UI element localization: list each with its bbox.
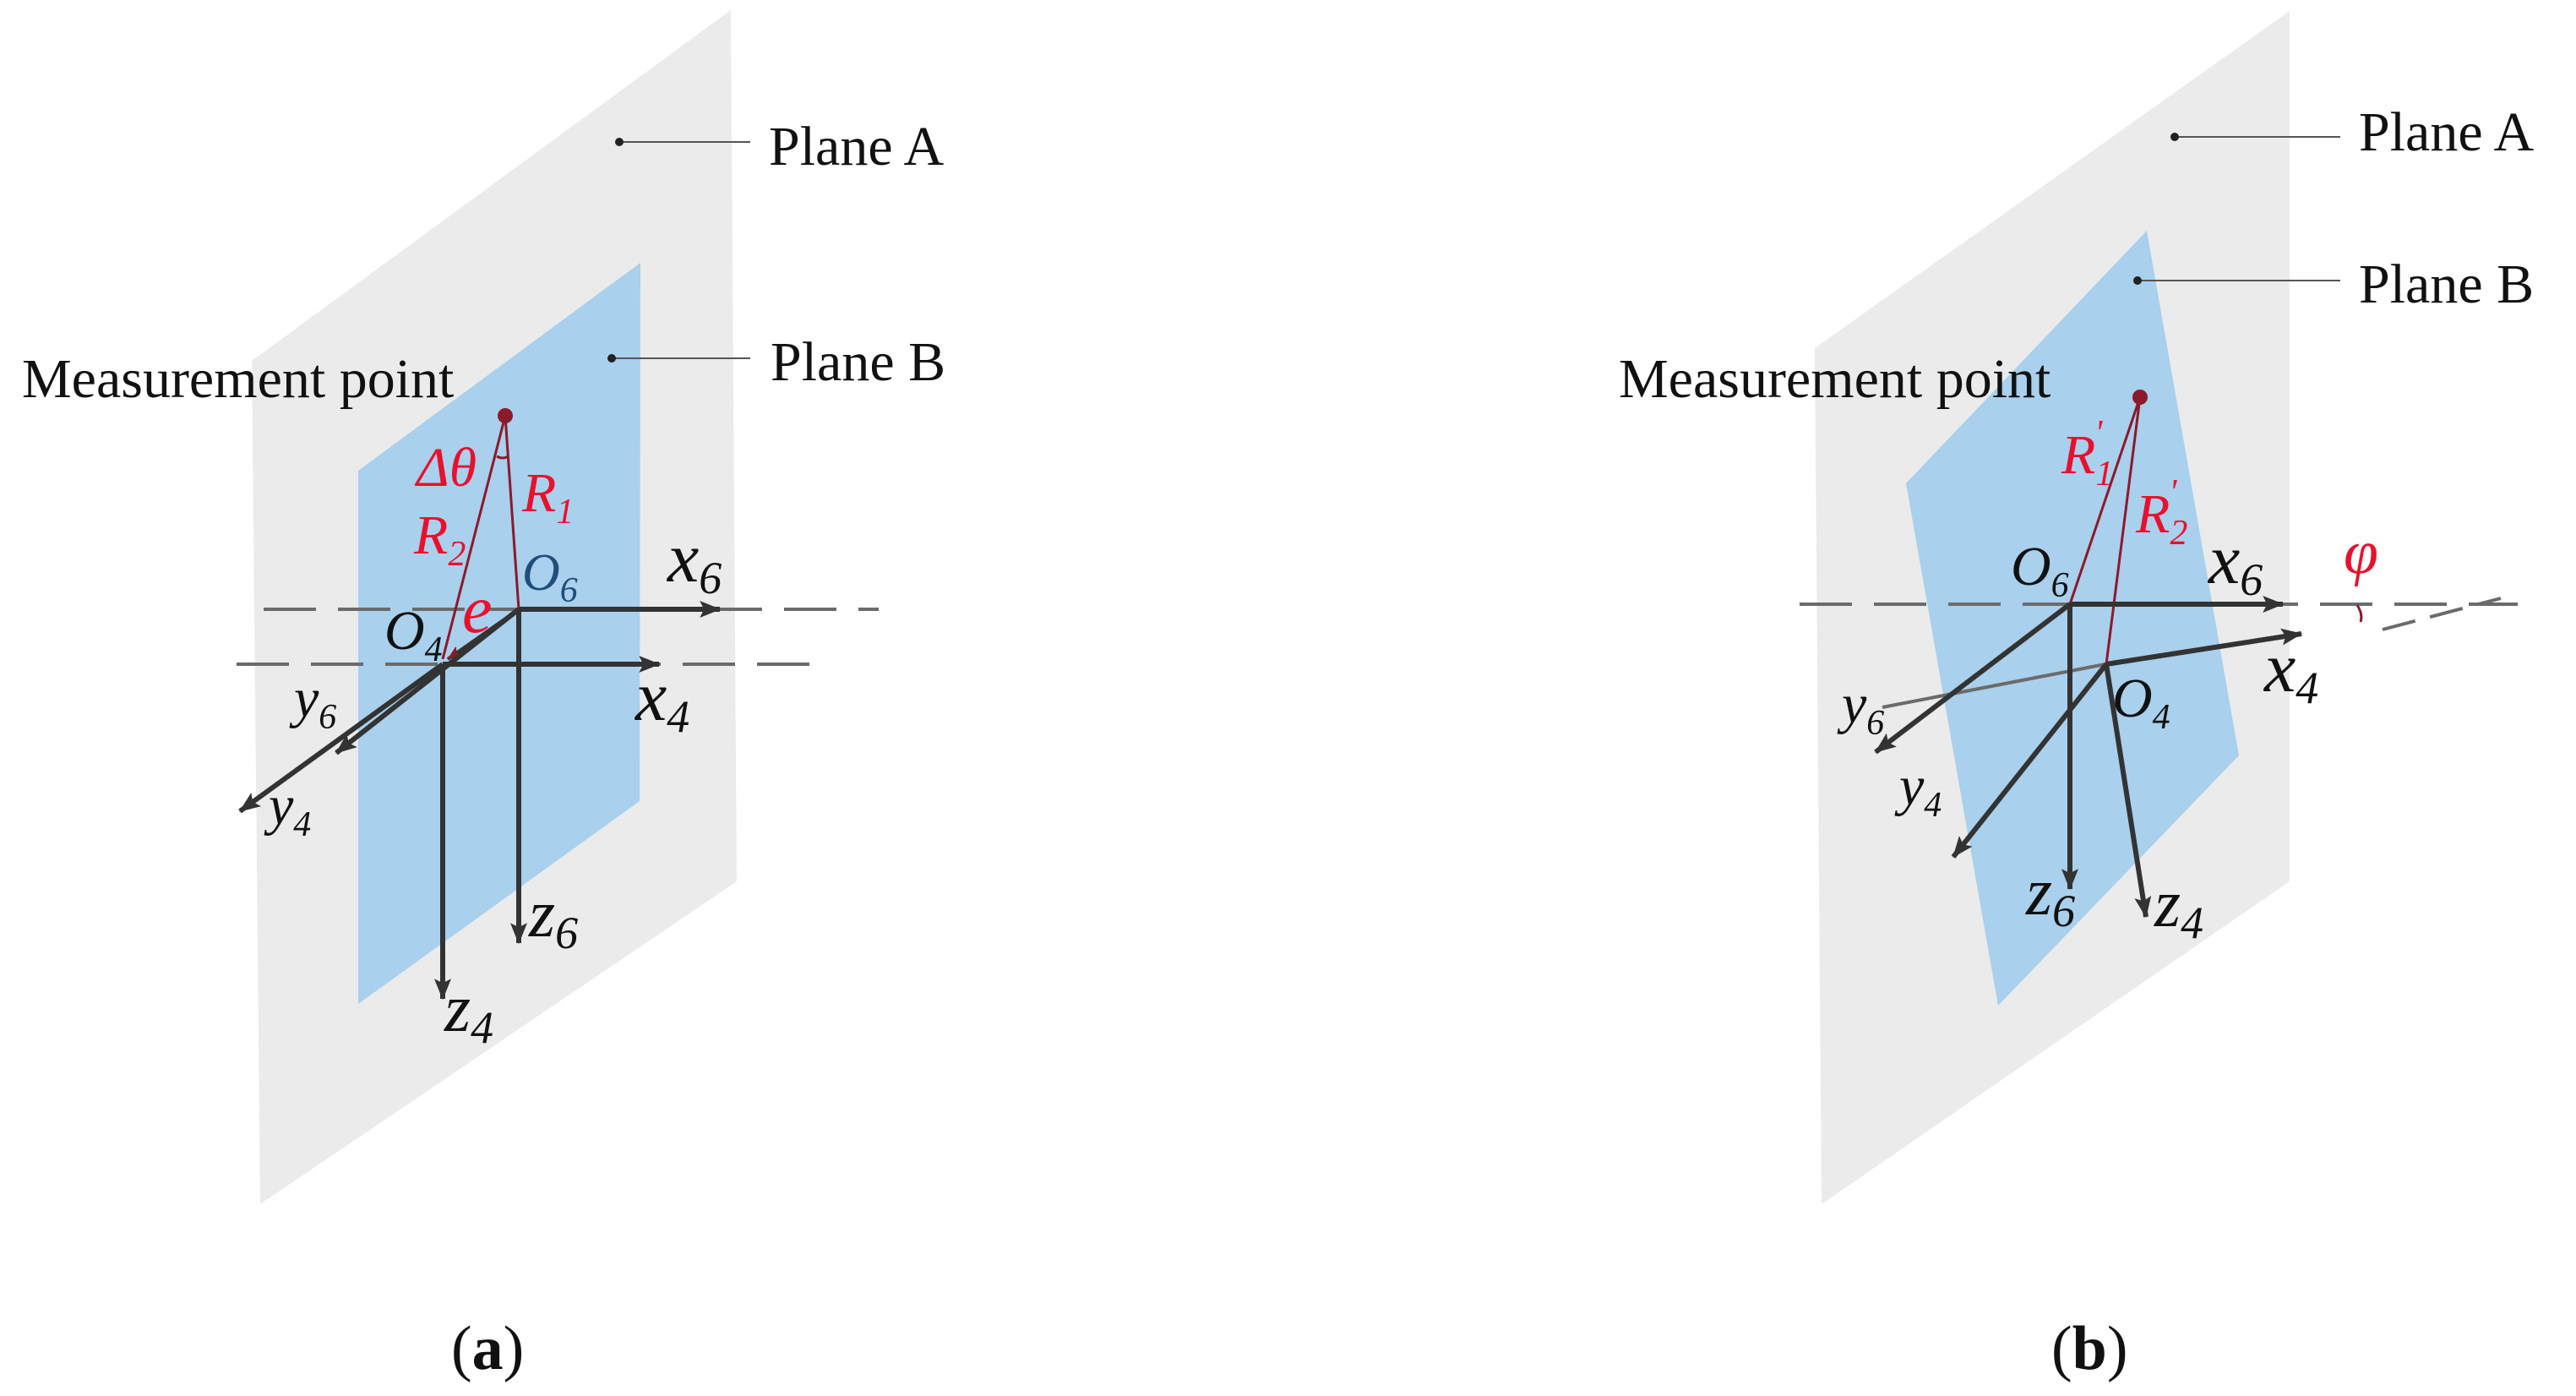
measurement-point-b: [2132, 390, 2148, 405]
o6-label-b: O6: [2011, 536, 2069, 605]
panel-a: Plane A Plane B Measurement point Δθ R1 …: [22, 10, 945, 1383]
r1p-line-b: [2068, 396, 2142, 605]
delta-theta-label-a: Δθ: [414, 437, 477, 499]
y6-axis-a: [335, 607, 520, 755]
y6-label-b: y6: [1837, 673, 1884, 743]
phi-label-b: φ: [2344, 518, 2378, 587]
y4-label-b: y4: [1894, 755, 1942, 825]
r1-line-a: [504, 415, 520, 610]
z4-label-a: z4: [444, 972, 493, 1053]
phi-arc-b: [2355, 604, 2363, 623]
measurement-point-label-b: Measurement point: [1619, 348, 2050, 410]
o4-label-a: O4: [384, 600, 443, 669]
y4-axis-a: [238, 662, 444, 814]
o4-label-b: O4: [2112, 668, 2170, 737]
measurement-point-a: [498, 408, 513, 423]
delta-theta-arc-a: [496, 455, 509, 460]
o6-label-a: O6: [522, 544, 578, 610]
z6-label-a: z6: [528, 877, 578, 958]
x4-label-a: x4: [634, 657, 689, 742]
plane-b-label-a: Plane B: [771, 331, 945, 393]
y6-axis-b: [1874, 602, 2072, 755]
plane-a-label-a: Plane A: [769, 116, 944, 177]
x4-axis-b: [2105, 628, 2303, 667]
plane-b-label-b: Plane B: [2359, 254, 2534, 315]
r2p-line-b: [2105, 396, 2142, 665]
caption-b: (b): [2051, 1314, 2127, 1383]
x6-label-a: x6: [666, 519, 722, 603]
r2-line-a: [441, 415, 507, 660]
e-label-a: e: [462, 573, 493, 647]
r2-label-a: R2: [413, 504, 466, 574]
y6-label-a: y6: [289, 668, 336, 737]
z4-label-b: z4: [2154, 867, 2203, 948]
z6-label-b: z6: [2025, 855, 2075, 936]
leader-dot-plane-a-a: [615, 138, 624, 146]
r1-label-a: R1: [521, 462, 574, 532]
x4-label-b: x4: [2263, 629, 2318, 713]
plane-a-label-b: Plane A: [2359, 101, 2534, 163]
z4-axis-b: [2104, 663, 2152, 919]
x6-label-b: x6: [2207, 521, 2263, 605]
plane-b-a: [358, 263, 640, 1004]
r1p-label-b: R1': [2061, 414, 2113, 494]
leader-dot-plane-b-b: [2133, 276, 2142, 285]
r2p-label-b: R2': [2135, 473, 2187, 553]
measurement-point-label-a: Measurement point: [22, 348, 454, 410]
y4-label-a: y4: [264, 775, 311, 844]
panel-b: Plane A Plane B Measurement point R1' R2…: [1619, 11, 2534, 1383]
leader-dot-plane-a-b: [2170, 133, 2179, 141]
leader-dot-plane-b-a: [607, 354, 616, 363]
dashed-line-x4-ext-b: [2382, 597, 2502, 631]
y4-axis-b: [1951, 663, 2109, 859]
caption-a: (a): [451, 1314, 524, 1383]
